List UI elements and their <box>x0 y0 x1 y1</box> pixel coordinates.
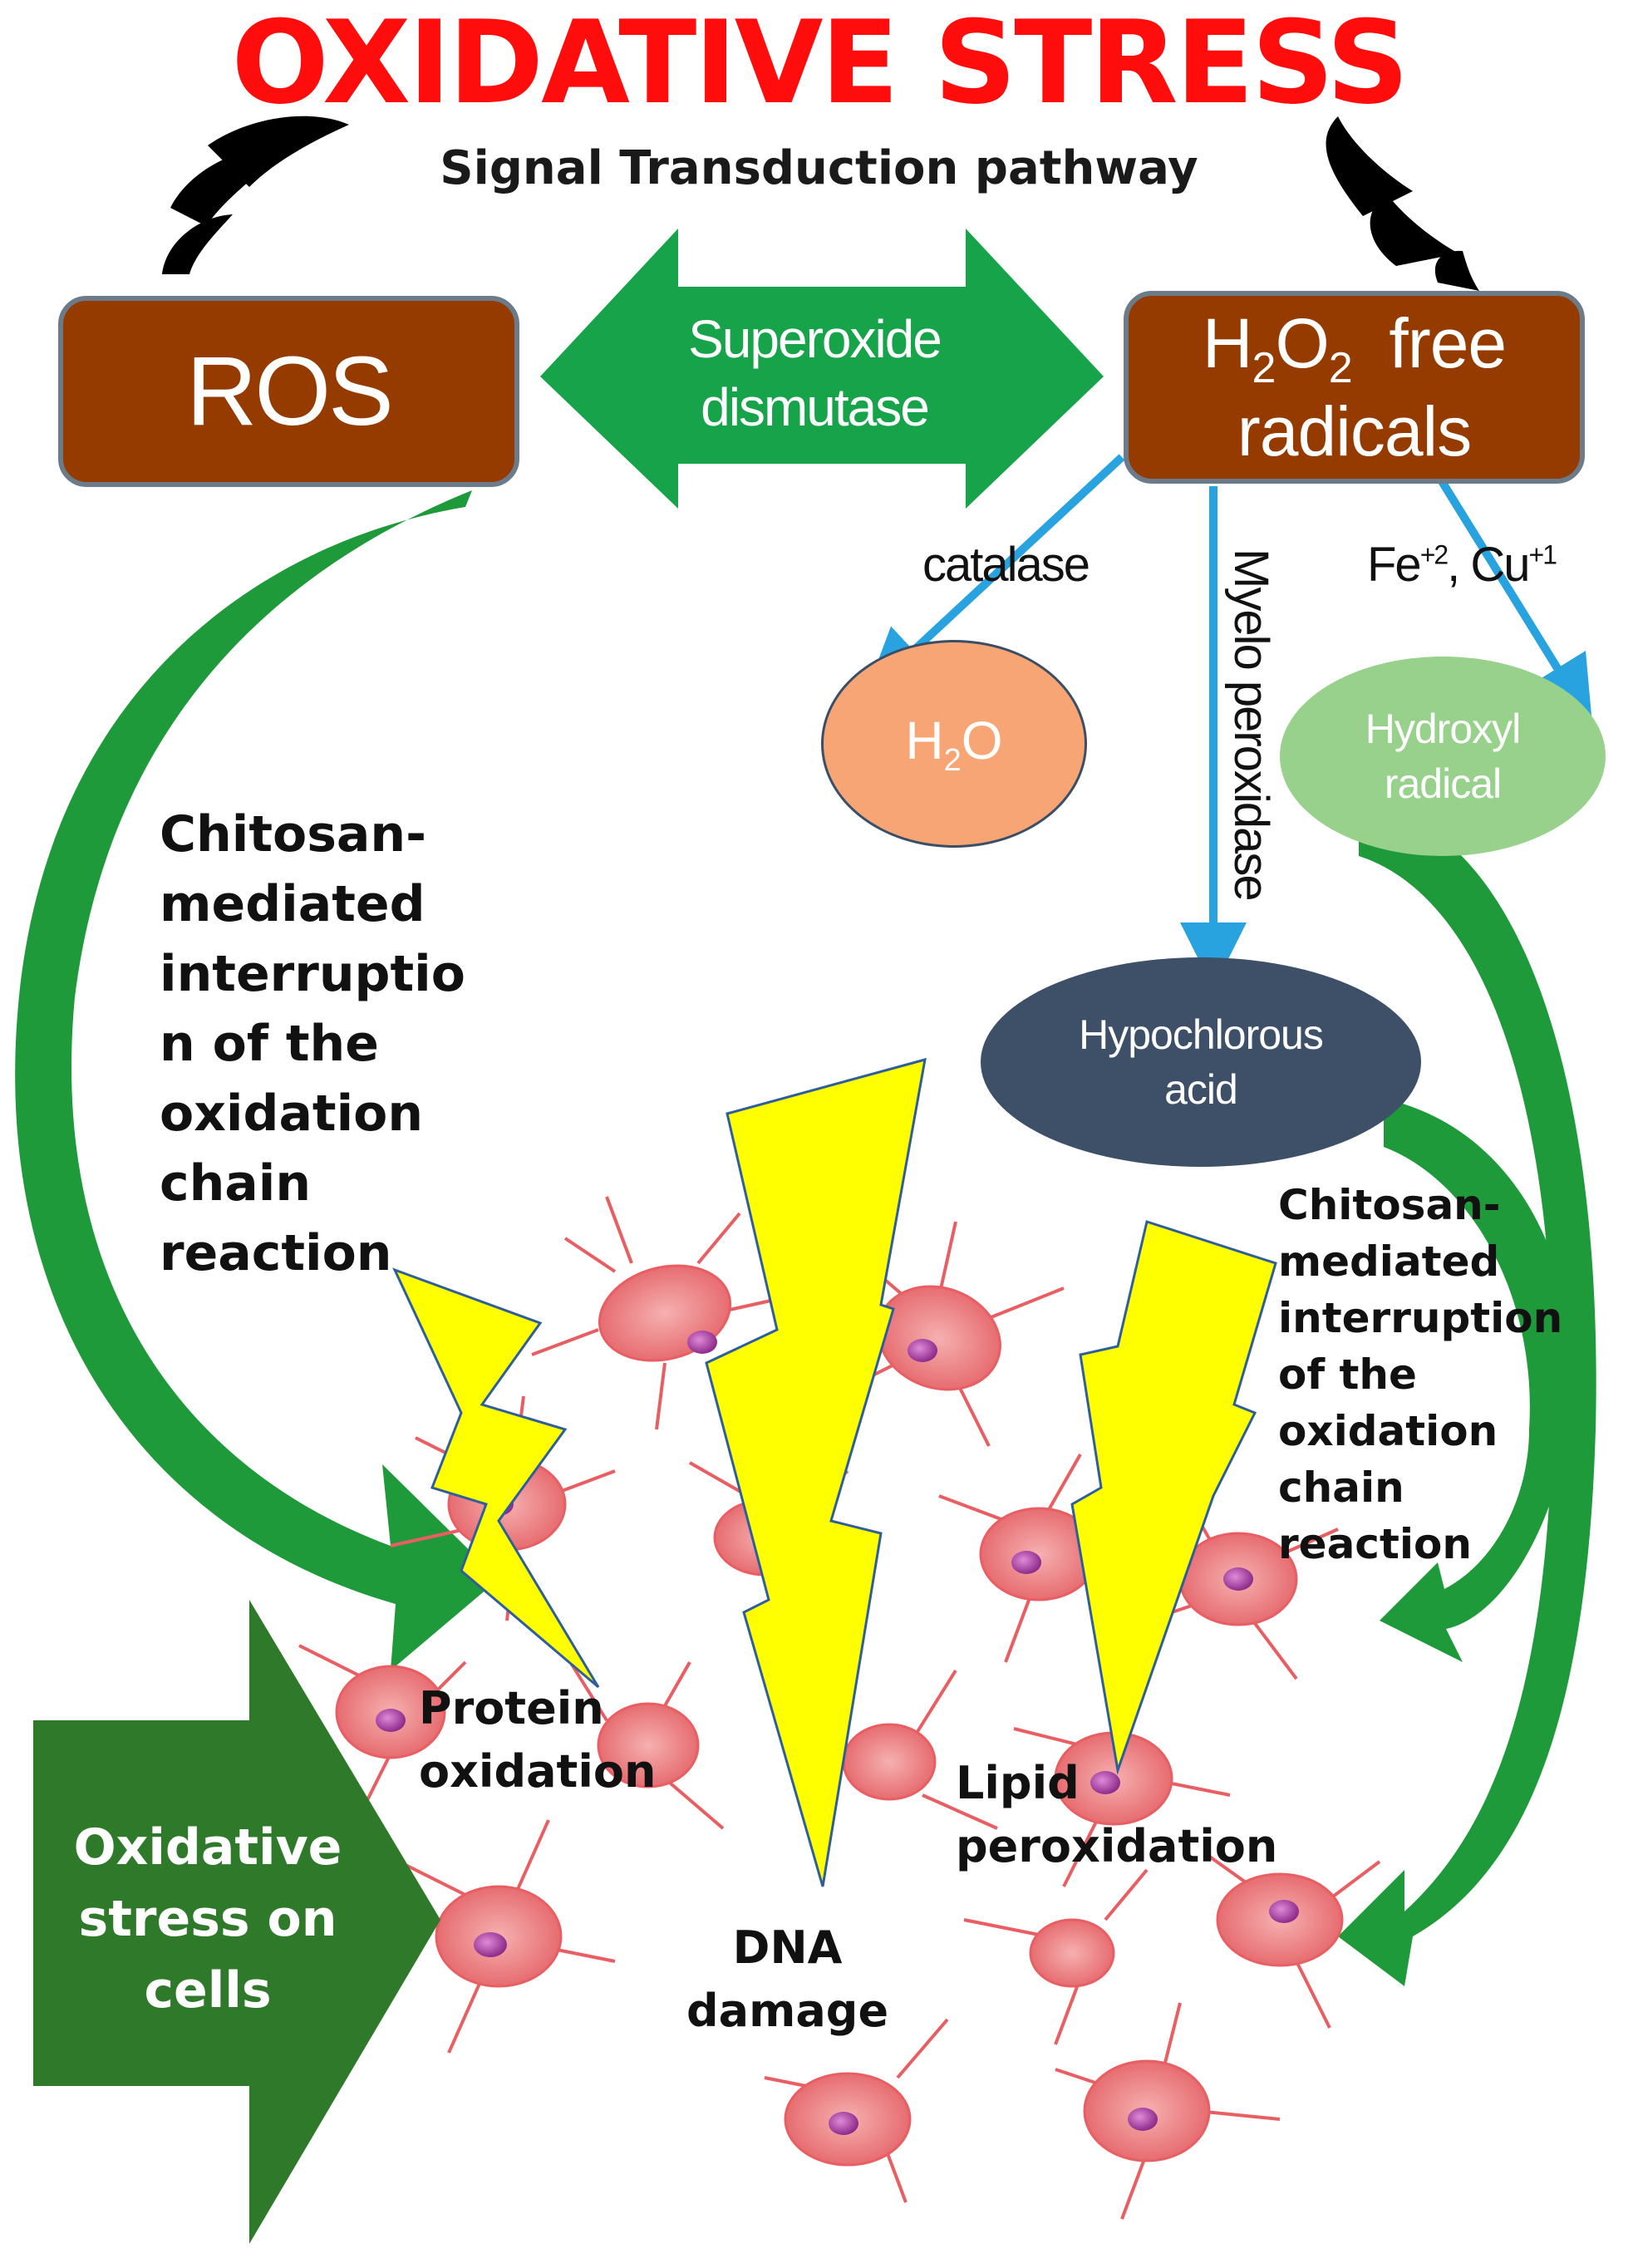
pathway-subtitle: Signal Transduction pathway <box>440 141 1198 195</box>
metal-ion-label: Fe+2, Cu+1 <box>1367 538 1557 592</box>
sod-label: Superoxide dismutase <box>688 309 942 437</box>
ros-box: ROS <box>58 296 519 487</box>
hydroxyl-curved-arrow <box>1338 802 1596 1986</box>
left-chitosan-annotation: Chitosan- mediated interruptio n of the … <box>160 805 465 1282</box>
metal-ion-arrow <box>1425 459 1593 726</box>
lightning-bolt-left-icon <box>392 1267 600 1689</box>
h2o2-box: H2O2 free radicals <box>1124 291 1585 484</box>
hocl-curved-arrow <box>1380 1099 1572 1662</box>
cell-nucleus-icon <box>376 1331 1299 2135</box>
oxidative-stress-big-arrow <box>33 1600 440 2244</box>
right-chitosan-annotation: Chitosan- mediated interruption of the o… <box>1278 1181 1563 1568</box>
protein-oxidation-label: Protein oxidation <box>419 1682 657 1798</box>
hypochlorous-acid-node: Hypochlorous acid <box>981 957 1421 1167</box>
lightning-bolt-right-icon <box>1070 1220 1277 1775</box>
lipid-peroxidation-label: Lipid peroxidation <box>956 1757 1278 1872</box>
catalase-arrow <box>864 454 1125 696</box>
signal-swoosh-right-icon <box>1326 116 1479 291</box>
ros-curved-arrow <box>15 490 499 1670</box>
oxidative-stress-on-cells-label: Oxidative stress on cells <box>73 1818 342 2020</box>
signal-swoosh-left-icon <box>162 116 349 274</box>
h2o2-line2: radicals <box>1237 391 1472 470</box>
water-node: H2O <box>821 640 1087 848</box>
hydroxyl-radical-node: Hydroxyl radical <box>1280 657 1606 856</box>
page-title: OXIDATIVE STRESS <box>231 0 1409 130</box>
lightning-bolt-center-icon <box>705 1057 927 1887</box>
myeloperoxidase-label: Myelo peroxidase <box>1224 549 1278 900</box>
h2o2-line1: H2O2 free <box>1202 303 1507 392</box>
sod-double-arrow <box>540 229 1104 509</box>
dna-damage-label: DNA damage <box>686 1921 889 2037</box>
catalase-label: catalase <box>922 538 1090 592</box>
ros-label: ROS <box>186 337 394 446</box>
